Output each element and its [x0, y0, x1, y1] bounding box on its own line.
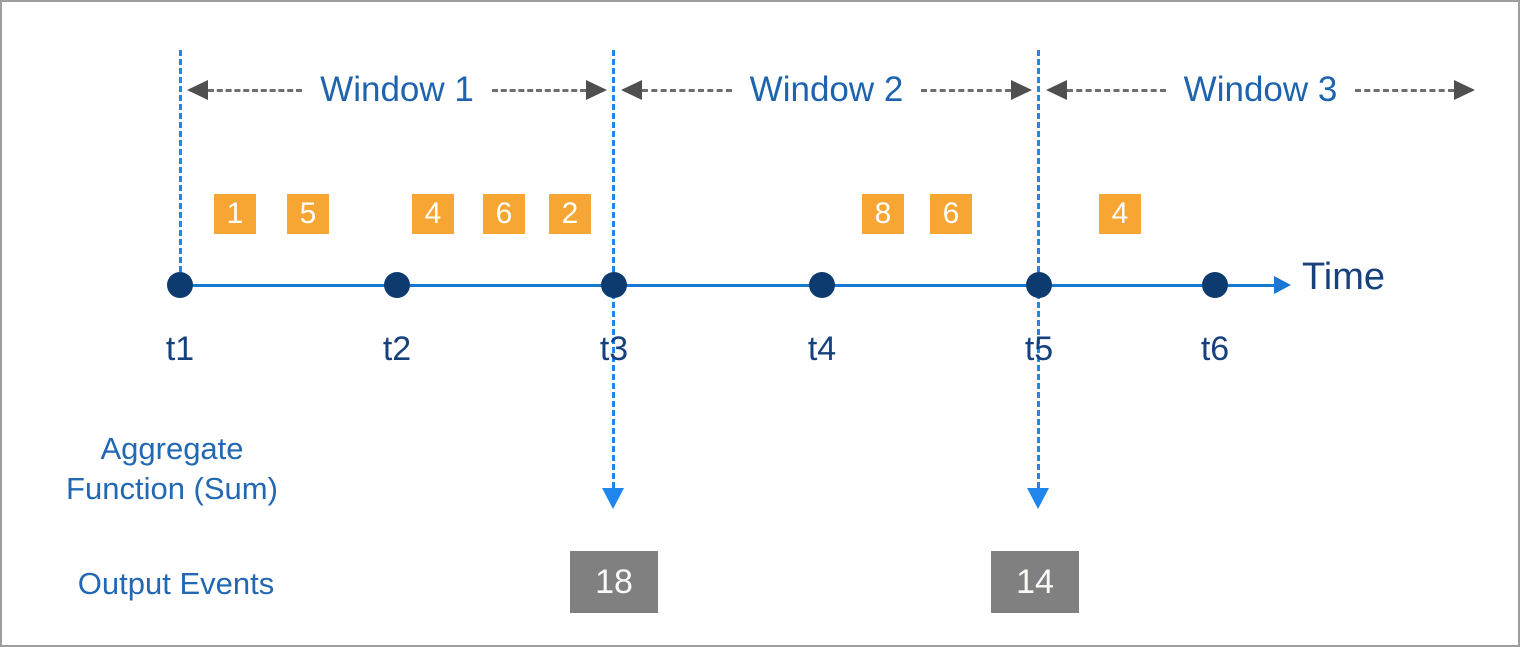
window-span-right-arrow-icon — [586, 80, 608, 100]
window-span-1: Window 1 — [187, 70, 608, 110]
output-emit-arrow-icon — [602, 488, 624, 509]
aggregate-function-label-line2: Function (Sum) — [66, 471, 278, 507]
window-label: Window 3 — [1183, 70, 1338, 109]
tick-label-t1: t1 — [165, 330, 195, 368]
timeline-dot-t4 — [809, 272, 835, 298]
tick-label-t5: t5 — [1024, 330, 1054, 368]
window-label: Window 2 — [749, 70, 904, 109]
output-events-label: Output Events — [77, 566, 275, 601]
timeline-dot-t2 — [384, 272, 410, 298]
event-value-box: 5 — [287, 194, 329, 234]
tick-label-t3: t3 — [599, 330, 629, 368]
tick-label-t6: t6 — [1200, 330, 1230, 368]
window-span-left-arrow-icon — [1046, 80, 1067, 100]
timeline-dot-t1 — [167, 272, 193, 298]
output-event-box: 14 — [991, 551, 1079, 613]
window-span-3: Window 3 — [1046, 70, 1476, 110]
window-boundary-guide-line — [1037, 50, 1040, 488]
event-value-box: 2 — [549, 194, 591, 234]
window-span-right-arrow-icon — [1011, 80, 1033, 100]
window-span-dash — [1355, 88, 1455, 92]
timeline-axis — [180, 284, 1274, 287]
event-value-box: 6 — [483, 194, 525, 234]
event-value-box: 6 — [930, 194, 972, 234]
window-span-dash — [1067, 88, 1166, 92]
timeline-dot-t3 — [601, 272, 627, 298]
window-span-left-arrow-icon — [621, 80, 642, 100]
window-span-dash — [491, 88, 587, 92]
window-span-left-arrow-icon — [187, 80, 208, 100]
window-span-dash — [921, 88, 1012, 92]
window-span-right-arrow-icon — [1454, 80, 1476, 100]
tick-label-t2: t2 — [382, 330, 412, 368]
timeline-arrowhead-icon — [1274, 276, 1291, 294]
event-value-box: 1 — [214, 194, 256, 234]
event-value-box: 4 — [1099, 194, 1141, 234]
window-span-2: Window 2 — [621, 70, 1033, 110]
window-span-dash — [642, 88, 732, 92]
window-boundary-guide-line — [179, 50, 182, 272]
event-value-box: 8 — [862, 194, 904, 234]
event-value-box: 4 — [412, 194, 454, 234]
aggregate-function-label: Aggregate Function (Sum) — [42, 429, 302, 510]
aggregate-function-label-line1: Aggregate — [100, 431, 244, 466]
output-event-box: 18 — [570, 551, 658, 613]
timeline-dot-t5 — [1026, 272, 1052, 298]
window-boundary-guide-line — [612, 50, 615, 488]
time-axis-label: Time — [1302, 256, 1386, 298]
window-label: Window 1 — [320, 70, 474, 109]
window-span-dash — [208, 88, 303, 92]
output-emit-arrow-icon — [1027, 488, 1049, 509]
timeline-dot-t6 — [1202, 272, 1228, 298]
tick-label-t4: t4 — [807, 330, 837, 368]
